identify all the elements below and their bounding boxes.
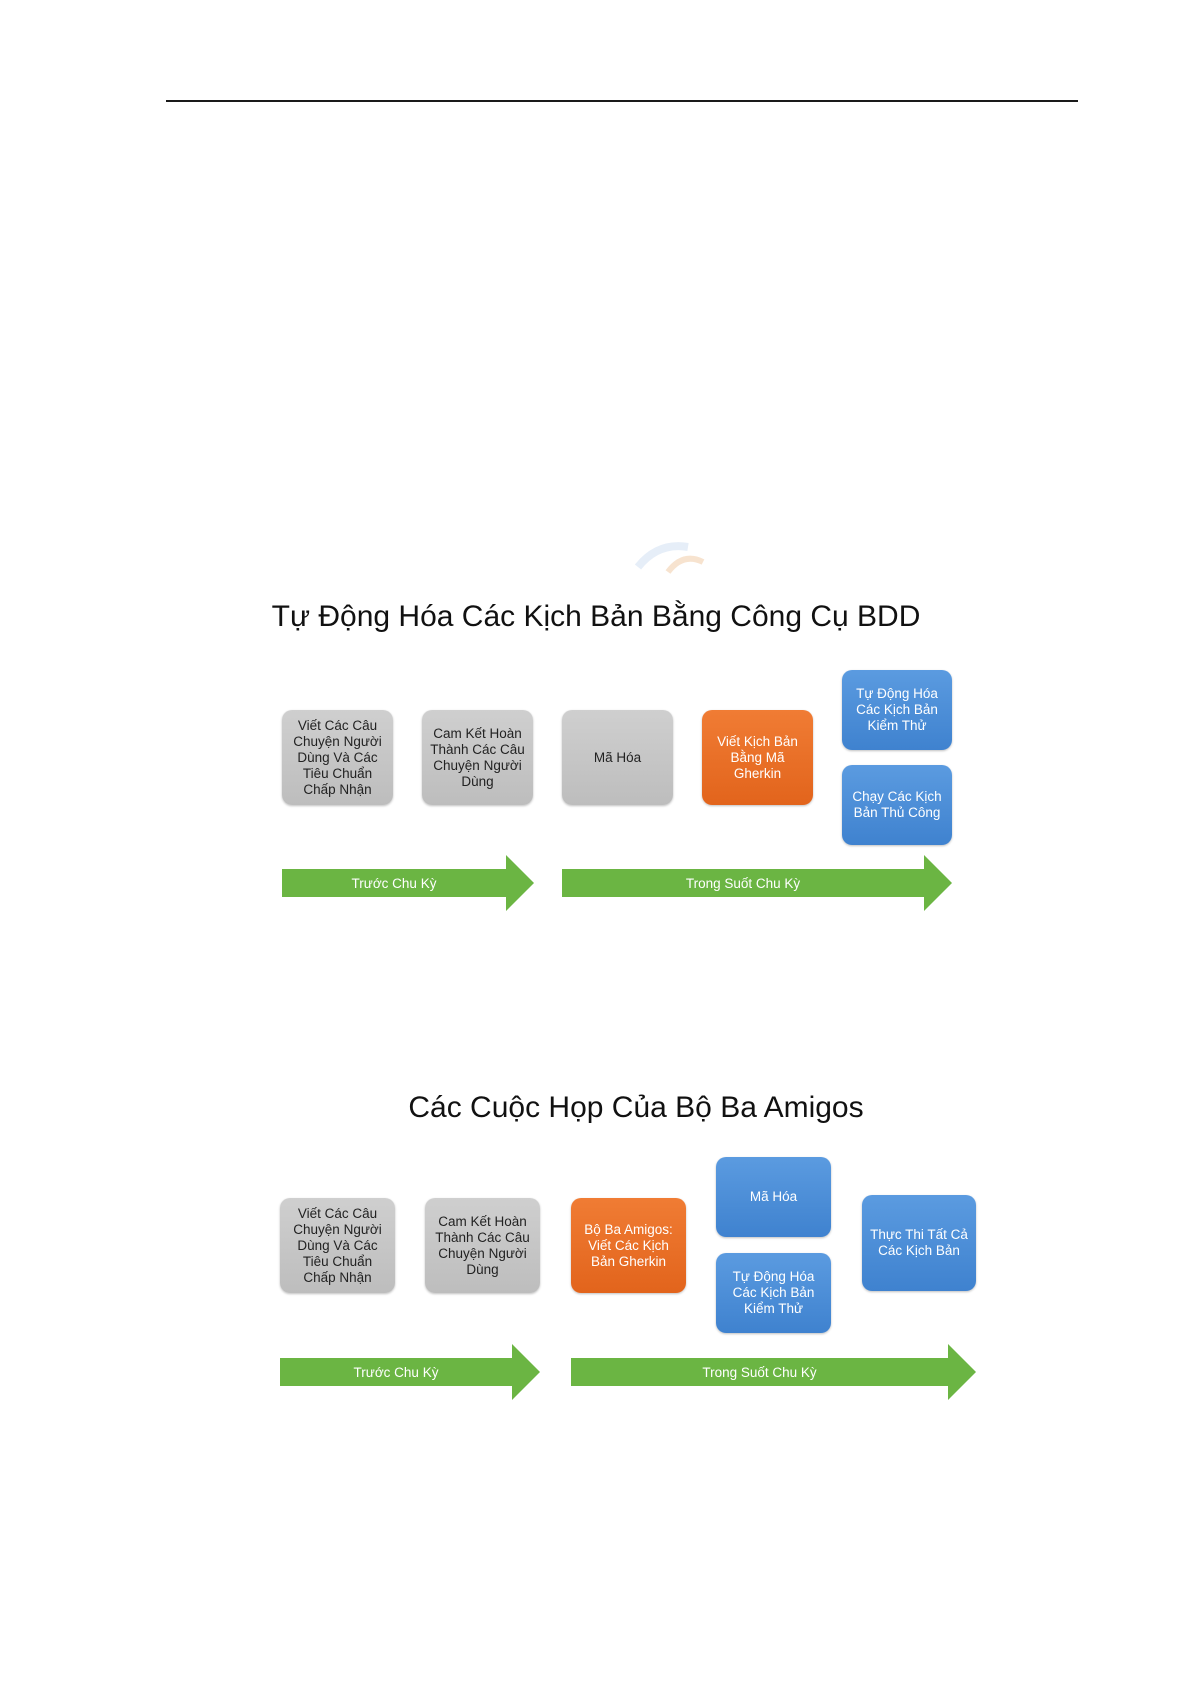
- box-amigos-gherkin: Bộ Ba Amigos: Viết Các Kịch Bản Gherkin: [571, 1198, 686, 1293]
- arrow-during-cycle: Trong Suốt Chu Kỳ: [571, 1344, 976, 1400]
- arrow-label-before: Trước Chu Kỳ: [353, 1364, 439, 1380]
- arrow-label-during: Trong Suốt Chu Kỳ: [702, 1364, 817, 1380]
- arrow-during-cycle: Trong Suốt Chu Kỳ: [562, 855, 952, 911]
- arrow-before-cycle: Trước Chu Kỳ: [280, 1344, 540, 1400]
- diagram-title: Tự Động Hóa Các Kịch Bản Bằng Công Cụ BD…: [271, 600, 921, 633]
- box-run-manual-scenarios: Chạy Các Kịch Bản Thủ Công: [842, 765, 952, 845]
- box-write-gherkin: Viết Kịch Bản Bằng Mã Gherkin: [702, 710, 813, 805]
- box-commit-user-stories: Cam Kết Hoàn Thành Các Câu Chuyện Người …: [425, 1198, 540, 1293]
- box-automate-tests: Tự Động Hóa Các Kịch Bản Kiểm Thử: [842, 670, 952, 750]
- diagram-title: Các Cuộc Họp Của Bộ Ba Amigos: [408, 1091, 864, 1124]
- box-run-all-scenarios: Thực Thi Tất Cả Các Kịch Bản: [862, 1195, 976, 1291]
- box-automate-tests: Tự Động Hóa Các Kịch Bản Kiểm Thử: [716, 1253, 831, 1333]
- arrow-before-cycle: Trước Chu Kỳ: [282, 855, 534, 911]
- arrow-label-during: Trong Suốt Chu Kỳ: [685, 875, 801, 891]
- box-coding: Mã Hóa: [716, 1157, 831, 1237]
- box-write-user-stories: Viết Các Câu Chuyện Người Dùng Và Các Ti…: [280, 1198, 395, 1293]
- box-coding: Mã Hóa: [562, 710, 673, 805]
- watermark-logo: [634, 542, 705, 574]
- box-write-user-stories: Viết Các Câu Chuyện Người Dùng Và Các Ti…: [282, 710, 393, 805]
- box-commit-user-stories: Cam Kết Hoàn Thành Các Câu Chuyện Người …: [422, 710, 533, 805]
- arrow-label-before: Trước Chu Kỳ: [351, 875, 437, 891]
- header-rule: [166, 100, 1078, 102]
